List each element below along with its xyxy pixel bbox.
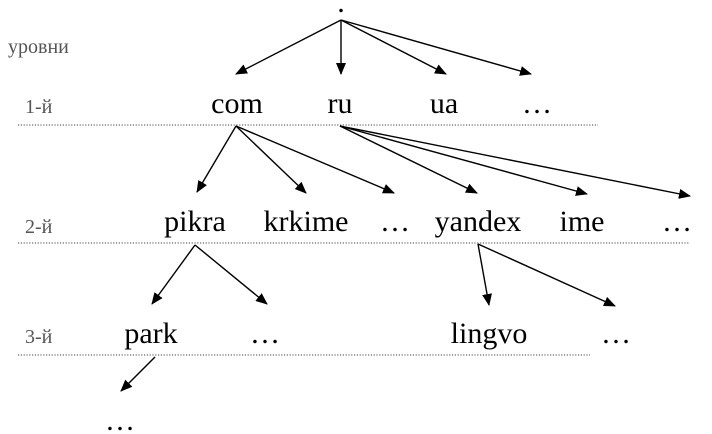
edge-com-pikra (196, 125, 237, 193)
edge-ru-ru-more (339, 125, 691, 199)
node-ua: ua (430, 87, 458, 120)
node-pikra-more: … (250, 317, 280, 350)
level-2-label: 2-й (25, 216, 53, 238)
node-pikra: pikra (164, 205, 226, 238)
edge-com-krkime (235, 125, 307, 194)
levels-title: уровни (8, 36, 69, 58)
edge-pikra-pikra-more (194, 244, 268, 305)
edge-pikra-park (151, 244, 196, 305)
edge-yandex-lingvo (477, 243, 492, 306)
node-com-more: … (380, 205, 410, 238)
node-tld-more: … (522, 87, 552, 120)
edge-ru-yandex (339, 125, 478, 194)
node-ru-more: … (662, 205, 692, 238)
edge-ru-ime (339, 125, 588, 196)
edges-group (120, 19, 691, 392)
node-park: park (124, 317, 177, 350)
edge-root-com (235, 19, 342, 75)
level-3-label: 3-й (25, 326, 53, 348)
node-com: com (211, 87, 263, 120)
edge-yandex-yandex-more (477, 243, 616, 307)
level-1-label: 1-й (25, 96, 53, 118)
node-park-more: … (105, 404, 135, 434)
node-ime: ime (560, 205, 605, 238)
edge-root-tld-more (340, 19, 532, 76)
node-ru: ru (328, 87, 353, 120)
edge-root-ua (340, 19, 447, 75)
node-yandex-more: … (601, 317, 631, 350)
edge-com-com-more (235, 125, 395, 194)
node-yandex: yandex (435, 205, 522, 238)
node-krkime: krkime (264, 205, 349, 238)
node-lingvo: lingvo (451, 317, 528, 350)
edge-park-park-more (120, 356, 156, 392)
root-node: . (337, 0, 345, 19)
